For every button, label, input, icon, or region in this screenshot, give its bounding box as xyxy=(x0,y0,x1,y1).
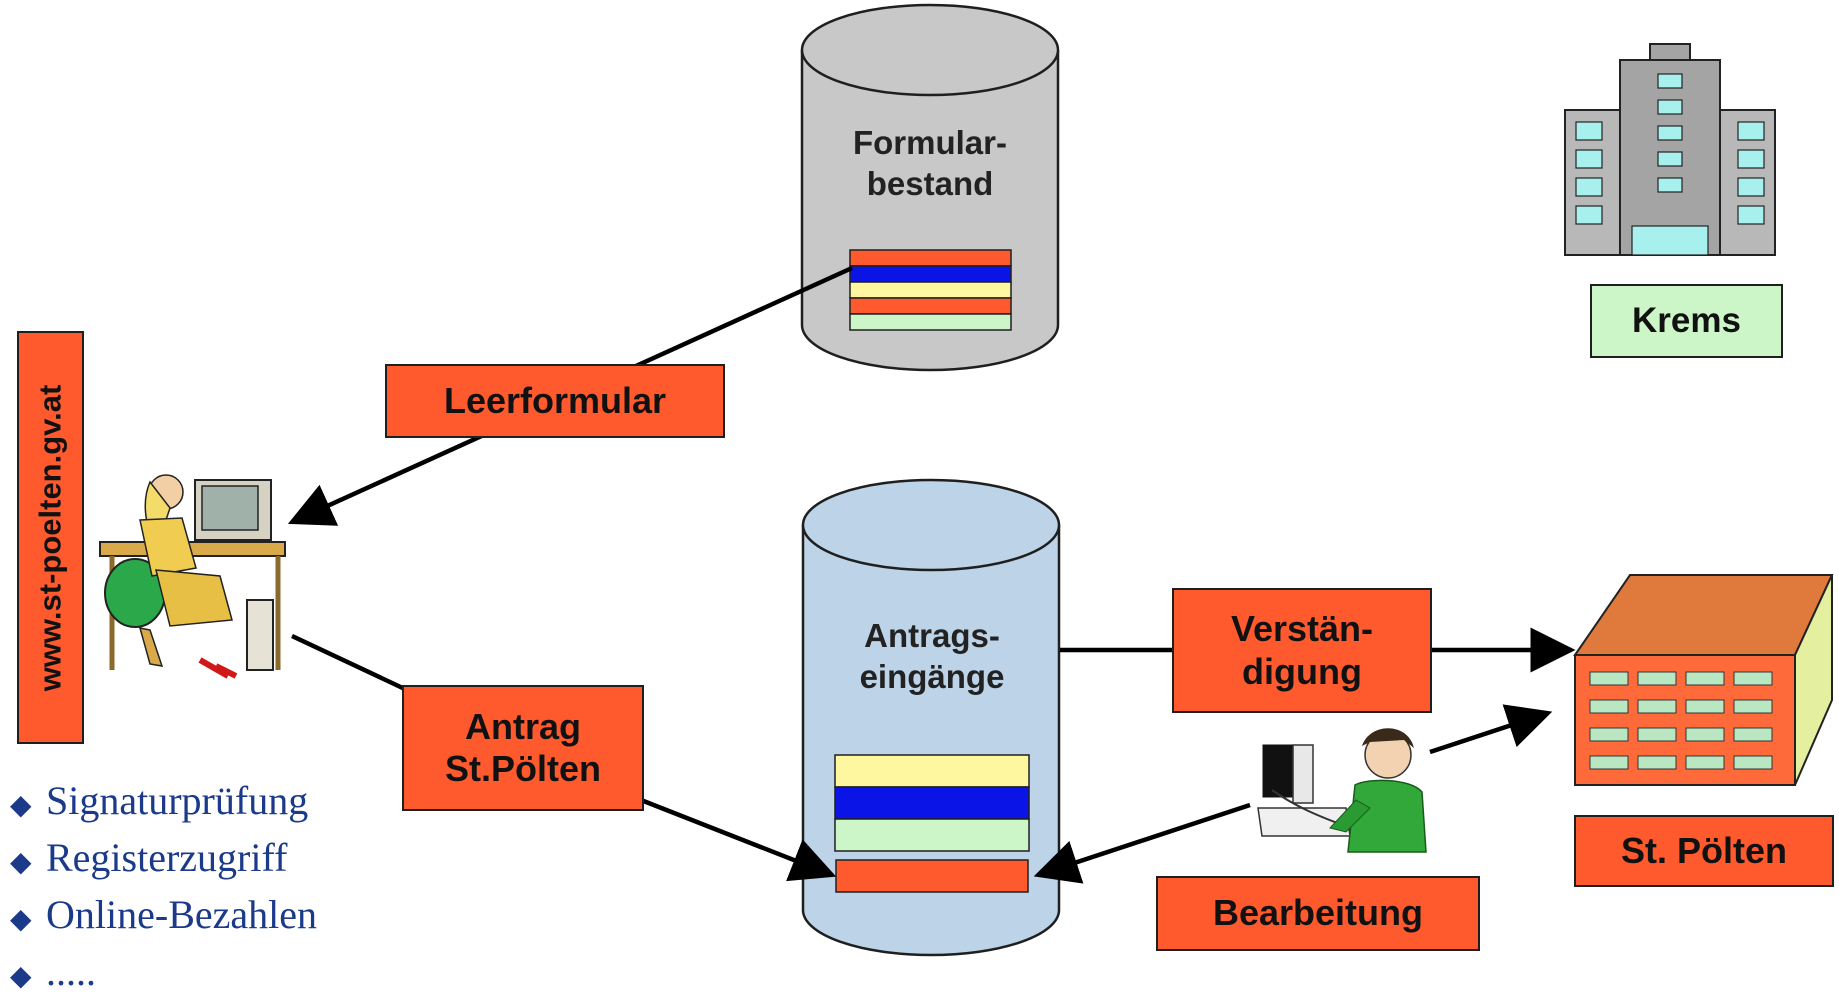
application-stack-icon xyxy=(834,754,1030,893)
st-poelten-label: St. Pölten xyxy=(1574,815,1834,887)
website-banner: www.st-poelten.gv.at xyxy=(17,331,84,744)
list-item: ◆Registerzugriff xyxy=(10,829,317,886)
form-stack-icon xyxy=(849,249,1012,331)
form-store-title: Formular- bestand xyxy=(852,124,1007,203)
st-poelten-building-icon xyxy=(1573,574,1834,786)
list-item: ◆Online-Bezahlen xyxy=(10,886,317,943)
diamond-bullet-icon: ◆ xyxy=(10,961,32,992)
office-worker-clipart-icon xyxy=(99,474,286,679)
diamond-bullet-icon: ◆ xyxy=(10,790,32,821)
processing-label: Bearbeitung xyxy=(1156,876,1480,951)
application-label: Antrag St.Pölten xyxy=(402,685,644,811)
diamond-bullet-icon: ◆ xyxy=(10,847,32,878)
application-inbox-title: Antrags- eingänge xyxy=(859,617,1005,696)
notification-label: Verstän- digung xyxy=(1172,588,1432,713)
blank-form-label: Leerformular xyxy=(385,364,725,438)
krems-label: Krems xyxy=(1590,284,1783,358)
feature-list: ◆Signaturprüfung ◆Registerzugriff ◆Onlin… xyxy=(10,772,317,1000)
list-item: ◆..... xyxy=(10,943,317,1000)
website-url: www.st-poelten.gv.at xyxy=(32,384,68,691)
clerk-clipart-icon xyxy=(1257,728,1427,853)
krems-building-icon xyxy=(1564,43,1776,256)
diamond-bullet-icon: ◆ xyxy=(10,904,32,935)
list-item: ◆Signaturprüfung xyxy=(10,772,317,829)
